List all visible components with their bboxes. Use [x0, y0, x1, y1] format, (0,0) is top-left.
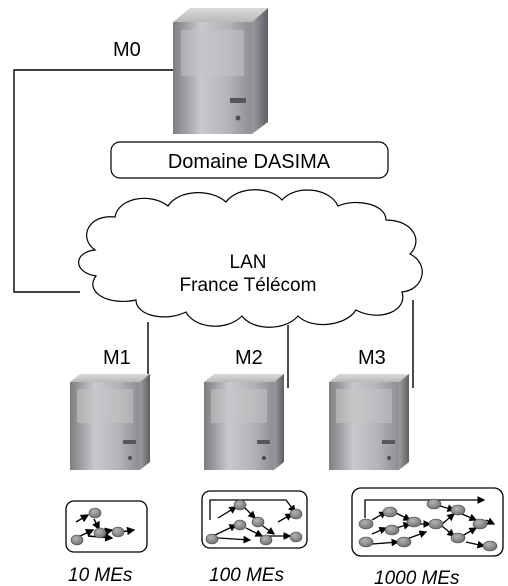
workload-graph-1000: [351, 487, 504, 557]
server-m1: [70, 374, 150, 470]
graph-node: [111, 526, 125, 538]
link-m0-lan: [13, 69, 180, 293]
graph-node: [358, 518, 374, 530]
graph-node: [259, 534, 273, 546]
graph-node: [450, 504, 466, 516]
graph-node: [289, 531, 303, 543]
graph-node: [426, 498, 442, 510]
graph-node: [93, 527, 107, 539]
graph-node: [428, 518, 444, 530]
graph-node: [289, 508, 303, 520]
workload-label-10: 10 MEs: [68, 565, 133, 586]
machine-label-m3: M3: [358, 347, 386, 369]
graph-node: [88, 507, 102, 519]
machine-label-m2: M2: [235, 347, 263, 369]
workload-graph-10: [65, 500, 148, 553]
graph-node: [251, 516, 265, 528]
graph-node: [482, 540, 498, 552]
graph-node: [450, 532, 466, 544]
graph-node: [233, 499, 247, 511]
workload-label-1000: 1000 MEs: [374, 568, 460, 586]
workload-graph-100: [201, 490, 308, 549]
domain-box: Domaine DASIMA: [110, 141, 389, 179]
graph-node: [382, 506, 398, 518]
graph-node: [233, 519, 247, 531]
lan-cloud: LAN France Télécom: [78, 189, 423, 328]
machine-label-m1: M1: [103, 347, 131, 369]
graph-node: [205, 533, 219, 545]
lan-label: LAN: [230, 252, 267, 273]
domain-label: Domaine DASIMA: [168, 151, 331, 173]
graph-node: [406, 516, 422, 528]
lan-owner-label: France Télécom: [180, 275, 317, 296]
graph-node: [396, 536, 412, 548]
machine-label-m0: M0: [113, 39, 141, 61]
server-m2: [204, 374, 284, 470]
graph-node: [384, 524, 400, 536]
graph-node: [358, 536, 374, 548]
server-m3: [329, 374, 409, 470]
server-m0: [173, 8, 268, 134]
graph-node: [472, 518, 488, 530]
workload-label-100: 100 MEs: [209, 565, 284, 586]
graph-node: [70, 534, 84, 546]
